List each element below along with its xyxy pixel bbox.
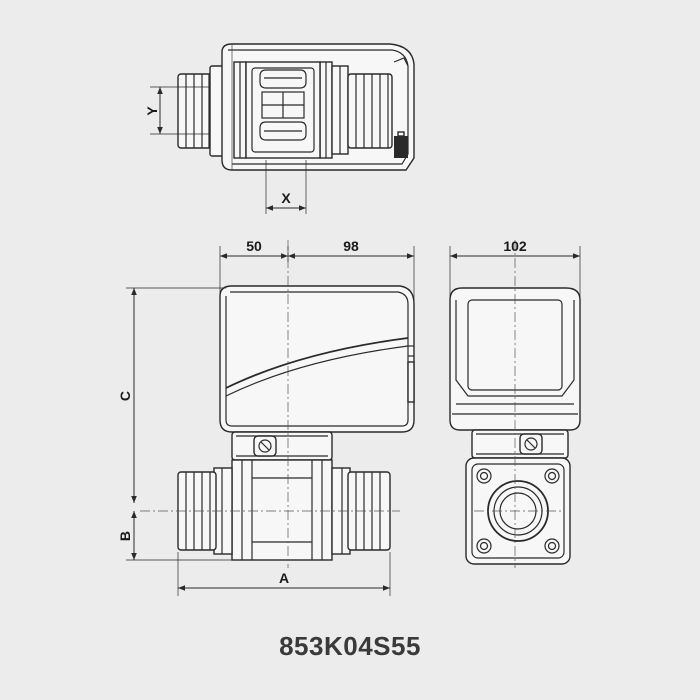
dimension-102: 102 [449,238,581,300]
dimension-102-label: 102 [503,238,527,254]
front-view-actuator-cover [219,285,415,433]
dimension-b-label: B [117,531,133,541]
top-view-right-coupling [347,73,393,149]
side-view-bolt-holes [476,468,560,554]
front-view-cover-split-line [225,337,409,389]
dimension-50-label: 50 [246,238,262,254]
dimension-x-label: X [281,190,291,206]
dimension-x: X [265,160,307,214]
dimension-y: Y [144,86,210,135]
front-view-valve-body [231,459,333,561]
product-code: 853K04S55 [279,631,421,661]
dimension-c: C [117,287,226,503]
dimension-98-label: 98 [343,238,359,254]
dimension-y-label: Y [144,106,160,116]
top-view-left-coupling [177,65,225,157]
front-view: 50 98 C B A [117,238,415,596]
dimension-b: B [117,511,232,561]
side-view-actuator-cover [449,287,581,431]
side-view: 102 [449,238,581,568]
top-view: Y X [144,43,415,214]
dimension-a: A [177,552,391,596]
top-view-cable-gland [394,136,408,158]
dimension-98: 98 [288,238,415,300]
dimension-a-label: A [279,570,289,586]
dimension-c-label: C [117,391,133,401]
